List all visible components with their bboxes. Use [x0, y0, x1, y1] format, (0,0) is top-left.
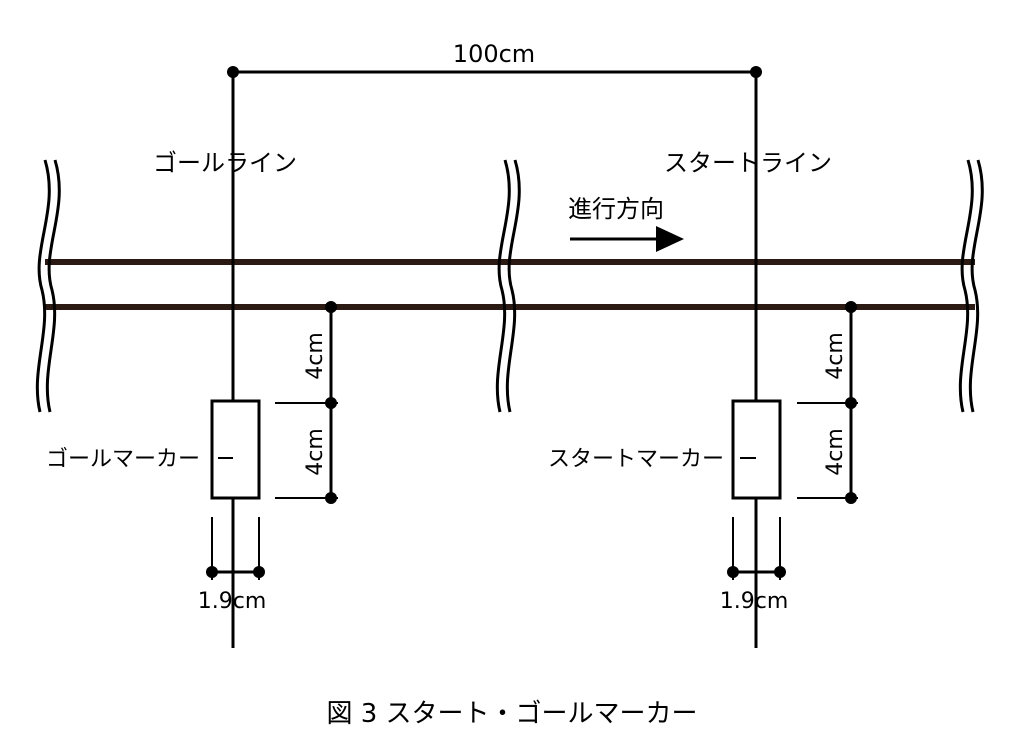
start-width-dot-left: [727, 566, 739, 578]
goal-length-label: 4cm: [303, 428, 328, 476]
start-width-dot-right: [774, 566, 786, 578]
goal-width-dot-left: [206, 566, 218, 578]
start-marker: [731, 399, 782, 500]
goal-marker-label: ゴールマーカー: [46, 447, 200, 472]
break-symbol-center: [495, 159, 521, 413]
goal-width-dot-right: [253, 566, 265, 578]
goal-offset-label: 4cm: [303, 332, 328, 380]
start-line-label: スタートライン: [664, 149, 832, 177]
goal-dim-dot-top: [325, 301, 337, 313]
goal-line-label: ゴールライン: [153, 149, 297, 177]
goal-marker: [210, 399, 261, 500]
figure-caption: 図 3 スタート・ゴールマーカー: [326, 699, 697, 729]
distance-dimension-dot-right: [750, 66, 762, 78]
direction-arrow-head: [656, 226, 684, 252]
break-symbol-right: [958, 159, 984, 413]
distance-dimension-dot-left: [227, 66, 239, 78]
goal-width-label: 1.9cm: [198, 589, 267, 614]
direction-label: 進行方向: [568, 195, 664, 223]
break-symbol-left: [35, 159, 61, 413]
start-width-label: 1.9cm: [720, 589, 789, 614]
start-dim-dot-top: [845, 301, 857, 313]
start-offset-label: 4cm: [823, 332, 848, 380]
start-marker-label: スタートマーカー: [548, 447, 724, 472]
start-length-label: 4cm: [823, 428, 848, 476]
distance-label: 100cm: [453, 40, 535, 68]
